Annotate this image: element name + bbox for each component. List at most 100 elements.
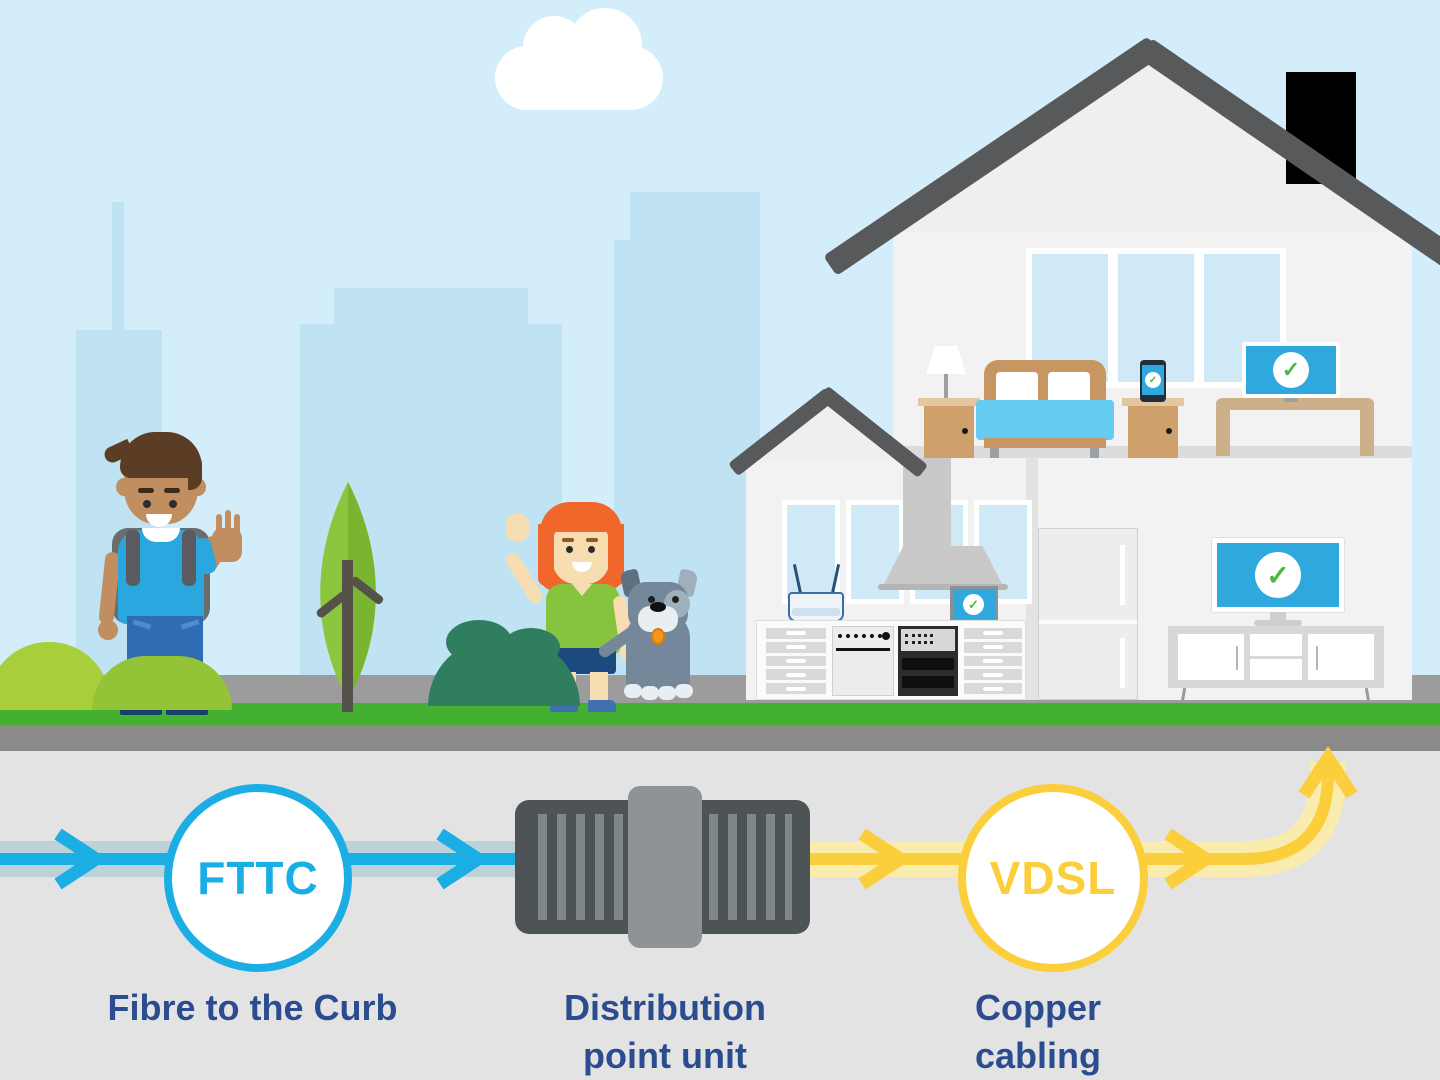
fibre-arrow [436, 828, 490, 890]
boy-hand [212, 528, 242, 562]
copper-arrow [858, 828, 912, 890]
stove-knob-large [882, 632, 890, 640]
tree-trunk [342, 560, 353, 712]
boy-ear-left [116, 478, 132, 496]
cloud [495, 8, 665, 110]
nightstand-knob [962, 428, 968, 434]
tv-base [1254, 620, 1302, 626]
dog-paw [675, 684, 693, 698]
caption-distribution-line2: point unit [583, 1035, 747, 1076]
boy-strap-right [182, 530, 196, 586]
bed-blanket [976, 400, 1114, 440]
skyline-building-top [334, 288, 528, 328]
girl-eye-left [566, 546, 573, 553]
drawer [766, 628, 826, 639]
caption-copper: Copper cabling [975, 984, 1215, 1080]
girl-eye-right [588, 546, 595, 553]
drawer [766, 641, 826, 653]
fttc-node: FTTC [164, 784, 352, 972]
dog-paw [658, 686, 676, 700]
boy-strap-left [126, 530, 140, 586]
copper-arrow [1164, 828, 1218, 890]
fridge-handle [1120, 638, 1125, 688]
bed-leg [1090, 448, 1099, 458]
dpu-center-block [628, 786, 702, 948]
drawer [766, 655, 826, 667]
nightstand [1122, 398, 1184, 406]
check-icon: ✓ [963, 594, 984, 615]
bed-pillow [996, 372, 1038, 404]
tv-cabinet-door [1178, 634, 1244, 680]
drawer [964, 669, 1022, 681]
tree [296, 482, 400, 714]
fttc-node-label: FTTC [197, 852, 319, 904]
dog-paw [641, 686, 659, 700]
boy-hand-finger [216, 514, 222, 534]
cloud-body [495, 46, 663, 110]
lamp-stem [944, 374, 948, 398]
oven-panel-dots [905, 634, 933, 637]
drawer [964, 655, 1022, 667]
fridge-handle [1120, 545, 1125, 605]
boy-hand-finger [234, 514, 240, 534]
girl-leg-right [590, 672, 608, 704]
desk-leg [1216, 402, 1230, 456]
kitchen-drawers-left [766, 628, 826, 694]
grass-strip [0, 703, 1440, 725]
nightstand [918, 398, 980, 406]
drawer [766, 669, 826, 681]
caption-distribution: Distribution point unit [520, 984, 810, 1080]
boy-eye-left [143, 500, 151, 508]
dog-paw [624, 684, 642, 698]
tv-neck [1270, 612, 1286, 622]
boy-eyebrow-left [138, 488, 154, 493]
caption-fibre: Fibre to the Curb [107, 987, 398, 1028]
drawer [964, 641, 1022, 653]
distribution-point-unit [515, 786, 810, 948]
girl-shoe-right [588, 700, 616, 712]
fibre-arrow [54, 828, 108, 890]
fridge-split [1039, 620, 1137, 624]
bed-leg [990, 448, 999, 458]
caption-copper-line2: cabling [975, 1035, 1102, 1076]
kitchen-drawers-right [964, 628, 1022, 694]
kitchen-window [782, 500, 840, 604]
desk-leg [1360, 402, 1374, 456]
nightstand-knob [1166, 428, 1172, 434]
skyline-tower-spire [112, 202, 124, 332]
boy-collar [142, 528, 180, 542]
stove-knobs [838, 634, 882, 638]
bush-light-right [92, 656, 232, 710]
oven-rack [902, 658, 954, 670]
boy-eyebrow-right [164, 488, 180, 493]
girl-hair-side-right [608, 524, 624, 586]
drawer [964, 628, 1022, 639]
drawer [964, 683, 1022, 694]
boy-hand-left [98, 620, 118, 640]
boy-hair-side [188, 452, 202, 490]
dog-eye-left [648, 596, 655, 603]
tv-cabinet-handle [1236, 646, 1238, 670]
caption-distribution-line1: Distribution [564, 987, 766, 1028]
tv-cabinet-handle [1316, 646, 1318, 670]
girl-smile [572, 562, 592, 572]
boy-eye-right [169, 500, 177, 508]
range-hood-lip [878, 584, 1008, 590]
bed-pillow [1048, 372, 1090, 404]
tv-cabinet-shelf-line [1250, 656, 1302, 659]
stove-bar [836, 648, 890, 651]
check-icon: ✓ [1255, 552, 1301, 598]
range-hood-flare [883, 546, 1003, 586]
boy-hand-finger [225, 510, 231, 532]
road [0, 725, 1440, 751]
oven-rack [902, 676, 954, 688]
dog-eye-right [672, 596, 679, 603]
desk-top [1216, 398, 1374, 410]
girl-hair-side-left [538, 524, 554, 586]
router-stripe [792, 608, 840, 616]
monitor-stand [1284, 394, 1298, 402]
check-icon: ✓ [1145, 372, 1161, 388]
vdsl-node-label: VDSL [989, 852, 1117, 904]
girl-hand-wave [506, 514, 529, 541]
